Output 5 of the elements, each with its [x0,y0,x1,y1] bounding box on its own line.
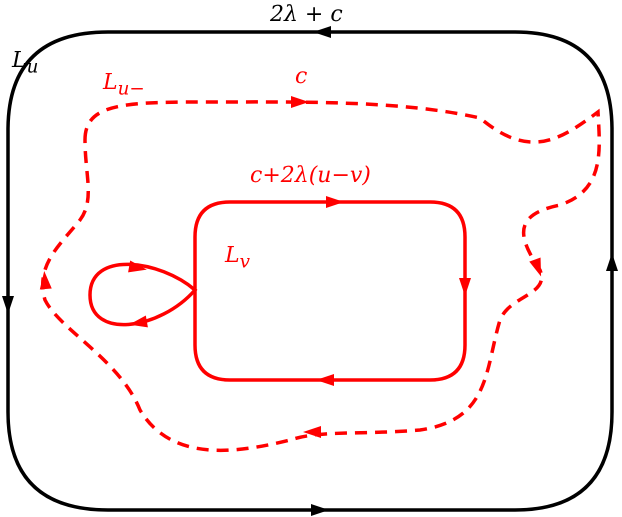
curve-label: c+2λ(u−v) [250,165,371,187]
curve-label: 2λ + c [270,4,343,26]
curve-label: L$_{u−}$ [103,72,145,99]
curve-label: c [295,66,308,88]
curve-label: L$_{v}$ [225,245,250,272]
